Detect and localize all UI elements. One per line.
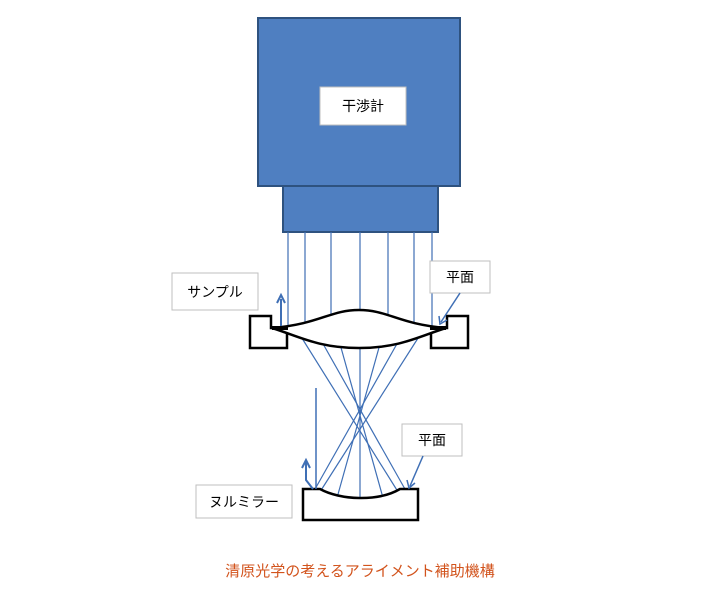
light-rays <box>287 232 433 515</box>
interferometer-label: 干渉計 <box>342 99 384 115</box>
flat-top-pointer-head <box>438 315 448 326</box>
flat-top-label-box <box>429 260 491 294</box>
ray <box>309 341 399 499</box>
flat-bottom-label: 平面 <box>418 433 446 449</box>
null-mirror-label: ヌルミラー <box>209 495 279 511</box>
ray <box>321 341 411 499</box>
null-mirror-label-box <box>195 484 293 519</box>
reflection-arrow-null-mirror <box>305 462 314 490</box>
flat-bottom-pointer <box>409 455 424 487</box>
reflection-arrowhead-sample <box>276 292 286 304</box>
ray <box>339 343 386 506</box>
ray <box>299 334 401 496</box>
null-mirror <box>301 487 420 522</box>
ray <box>334 343 381 506</box>
ray <box>317 334 421 496</box>
diagram-caption: 清原光学の考えるアライメント補助機構 <box>225 562 495 580</box>
sample-lens <box>271 308 447 350</box>
flat-top-label: 平面 <box>446 270 474 286</box>
flat-bottom-pointer-head <box>406 479 416 490</box>
sample-label-box <box>171 272 259 311</box>
interferometer-label-box <box>319 86 407 126</box>
reflection-arrowhead-null-mirror <box>301 457 311 469</box>
flat-bottom-label-box <box>401 423 463 457</box>
flat-top-pointer <box>440 292 461 323</box>
interferometer-head <box>282 185 439 233</box>
sample-label: サンプル <box>187 285 243 301</box>
